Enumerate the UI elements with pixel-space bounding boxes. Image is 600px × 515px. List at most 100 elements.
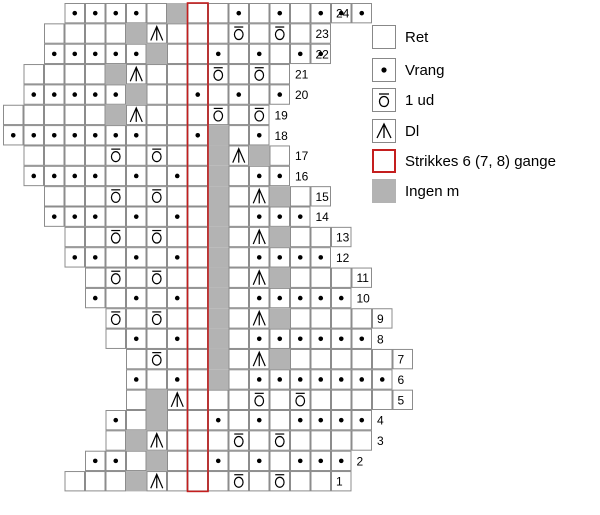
- stitch-cell: [228, 287, 249, 309]
- purl-dot-icon: [215, 51, 221, 57]
- stitch-cell: [105, 308, 126, 329]
- row-label-3: 3: [377, 434, 384, 448]
- stitch-cell: [126, 389, 147, 410]
- stitch-cell: [249, 23, 270, 44]
- stitch-cell: [64, 145, 85, 166]
- purl-dot-icon: [133, 336, 139, 342]
- stitch-cell: [228, 104, 249, 126]
- stitch-cell: [167, 450, 188, 472]
- stitch-cell: [146, 125, 167, 146]
- purl-dot-icon: [174, 377, 180, 382]
- chart-row-21: [23, 64, 290, 85]
- stitch-cell: [228, 206, 249, 227]
- purl-dot-icon: [256, 132, 262, 138]
- stitch-cell: [146, 287, 167, 309]
- purl-dot-icon: [113, 51, 119, 57]
- double-decrease-icon: [170, 391, 184, 408]
- repeat-cell: [208, 389, 229, 410]
- repeat-cell: [187, 267, 208, 288]
- no-stitch-cell: [249, 145, 270, 166]
- chart-row-24: [64, 3, 372, 24]
- no-stitch-cell: [208, 348, 229, 370]
- stitch-cell: [208, 471, 229, 492]
- no-stitch-cell: [208, 328, 229, 349]
- no-stitch-cell: [208, 165, 229, 187]
- purl-dot-icon: [318, 458, 324, 464]
- double-decrease-icon: [252, 187, 266, 204]
- no-stitch-cell: [126, 23, 147, 44]
- stitch-cell: [208, 430, 229, 451]
- stitch-cell: [167, 145, 188, 166]
- purl-dot-icon: [31, 173, 37, 179]
- repeat-cell: [187, 471, 208, 492]
- stitch-cell: [310, 267, 331, 288]
- no-stitch-cell: [146, 410, 167, 431]
- stitch-cell: [392, 348, 413, 370]
- row-label-22: 22: [316, 47, 330, 61]
- no-stitch-cell: [269, 186, 290, 207]
- purl-dot-icon: [277, 377, 283, 382]
- purl-dot-icon: [277, 173, 283, 179]
- stitch-cell: [331, 308, 352, 329]
- no-stitch-cell: [208, 125, 229, 146]
- purl-dot-icon: [51, 173, 57, 179]
- purl-dot-icon: [236, 10, 242, 16]
- chart-row-4: [105, 410, 372, 431]
- stitch-cell: [249, 84, 270, 105]
- purl-dot-icon: [92, 458, 98, 464]
- stitch-cell: [105, 267, 126, 288]
- stitch-cell: [146, 145, 167, 166]
- stitch-cell: [228, 226, 249, 248]
- row-label-7: 7: [398, 353, 405, 367]
- double-decrease-icon: [150, 472, 164, 489]
- stitch-cell: [310, 23, 331, 44]
- stitch-cell: [228, 328, 249, 349]
- no-stitch-cell: [208, 247, 229, 268]
- row-label-12: 12: [336, 251, 350, 265]
- chart-row-6: [126, 369, 393, 390]
- stitch-cell: [44, 64, 65, 85]
- purl-dot-icon: [338, 336, 344, 342]
- repeat-box-icon: [372, 149, 396, 173]
- chart-row-15: [44, 186, 331, 207]
- stitch-cell: [249, 389, 270, 410]
- stitch-cell: [269, 64, 290, 85]
- repeat-cell: [187, 247, 208, 268]
- stitch-cell: [208, 84, 229, 105]
- stitch-cell: [310, 308, 331, 329]
- stitch-cell: [85, 267, 106, 288]
- purl-dot-icon: [174, 173, 180, 179]
- stitch-cell: [269, 430, 290, 451]
- purl-dot-icon: [256, 458, 262, 464]
- stitch-cell: [249, 430, 270, 451]
- chart-row-16: [23, 165, 290, 187]
- purl-dot-icon: [174, 336, 180, 342]
- purl-dot-icon: [318, 336, 324, 342]
- purl-dot-icon: [133, 295, 139, 301]
- row-label-13: 13: [336, 231, 350, 245]
- stitch-cell: [146, 165, 167, 187]
- yarn-over-icon: [274, 433, 285, 448]
- purl-dot-icon: [256, 417, 262, 423]
- purl-dot-icon: [236, 92, 242, 97]
- no-stitch-cell: [208, 287, 229, 309]
- stitch-cell: [331, 389, 352, 410]
- repeat-cell: [187, 328, 208, 349]
- stitch-cell: [269, 389, 290, 410]
- purl-dot-icon: [318, 377, 324, 382]
- stitch-cell: [290, 471, 311, 492]
- knit-square-icon: [372, 25, 396, 49]
- yarn-over-icon: [274, 26, 285, 41]
- stitch-cell: [228, 471, 249, 492]
- stitch-cell: [310, 471, 331, 492]
- no-stitch-icon: [372, 179, 396, 203]
- stitch-cell: [64, 186, 85, 207]
- yarn-over-icon: [295, 392, 306, 407]
- purl-dot-icon: [92, 51, 98, 57]
- stitch-cell: [167, 43, 188, 65]
- row-label-8: 8: [377, 332, 384, 346]
- purl-dot-icon: [297, 214, 303, 219]
- legend-item-none: Ingen m: [372, 178, 459, 204]
- repeat-cell: [167, 104, 188, 126]
- stitch-cell: [269, 145, 290, 166]
